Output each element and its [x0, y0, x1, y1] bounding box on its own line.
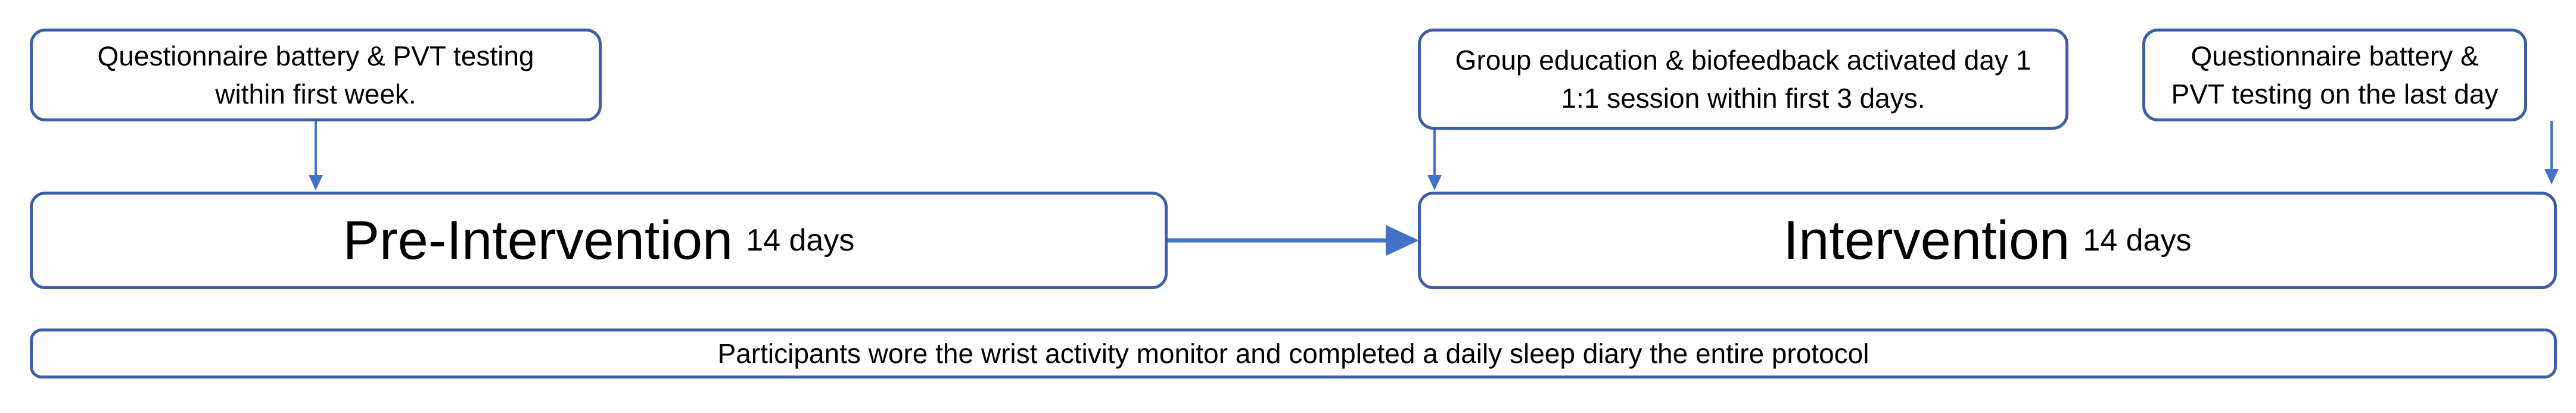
- note-education-line-1: Group education & biofeedback activated …: [1455, 45, 2031, 76]
- phase-intervention: Intervention 14 days: [1418, 192, 2557, 289]
- phase-pre-intervention-label: Pre-Intervention: [343, 209, 733, 271]
- arrow-final-testing-to-intervention-end: [2544, 121, 2559, 184]
- note-final-testing-line-2: PVT testing on the last day: [2171, 79, 2499, 109]
- note-pre-testing-line-2: within first week.: [215, 79, 416, 109]
- protocol-footer-text: Participants wore the wrist activity mon…: [717, 338, 1869, 369]
- phase-pre-intervention: Pre-Intervention 14 days: [30, 192, 1168, 289]
- phase-intervention-duration: 14 days: [2083, 223, 2192, 258]
- phase-pre-intervention-duration: 14 days: [746, 223, 855, 258]
- note-pre-testing-line-1: Questionnaire battery & PVT testing: [97, 40, 534, 71]
- note-education: Group education & biofeedback activated …: [1418, 29, 2068, 130]
- note-pre-testing: Questionnaire battery & PVT testing with…: [30, 29, 602, 121]
- note-final-testing-line-1: Questionnaire battery &: [2191, 40, 2479, 71]
- note-education-line-2: 1:1 session within first 3 days.: [1561, 83, 1925, 114]
- protocol-footer: Participants wore the wrist activity mon…: [30, 328, 2557, 378]
- note-final-testing: Questionnaire battery & PVT testing on t…: [2142, 29, 2527, 121]
- phase-intervention-label: Intervention: [1783, 209, 2070, 271]
- arrow-pre-testing-to-pre-intervention: [309, 121, 323, 190]
- arrow-pre-to-intervention: [1166, 225, 1419, 256]
- arrow-education-to-intervention: [1427, 129, 1442, 190]
